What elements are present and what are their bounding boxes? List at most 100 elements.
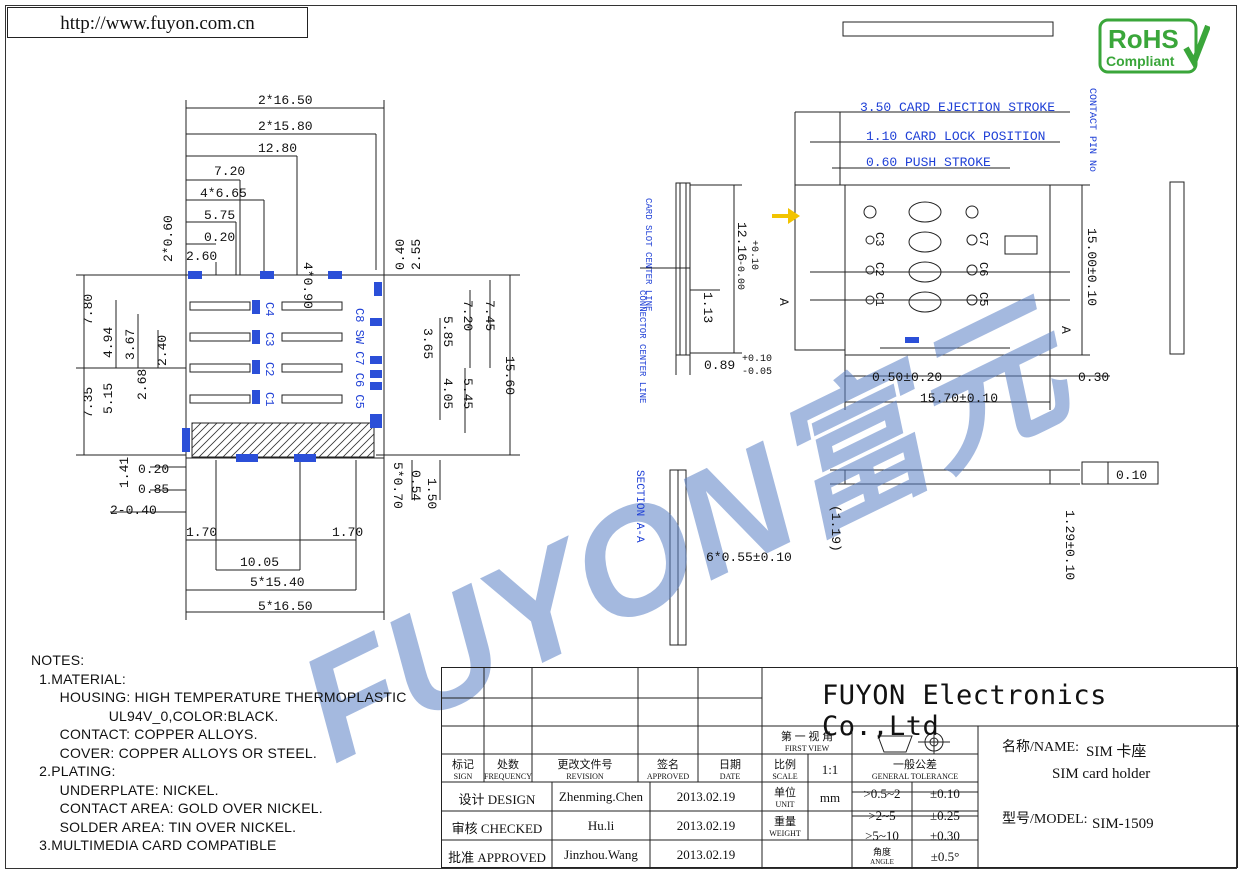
- label-rc7: C7: [976, 232, 990, 246]
- dim-left-r5: 4.05: [440, 378, 455, 409]
- label-a-right: A: [1058, 326, 1073, 334]
- title-block-grid: [442, 668, 1239, 869]
- notes-line: NOTES:: [31, 652, 85, 668]
- model-value: SIM-1509: [1092, 816, 1154, 832]
- label-c1: C1: [262, 392, 276, 406]
- dim-right-e2: 1.10 CARD LOCK POSITION: [866, 129, 1045, 144]
- name-label: 名称/NAME:: [1002, 740, 1079, 755]
- label-c2: C2: [262, 362, 276, 376]
- label-rc3: C3: [872, 232, 886, 246]
- label-c4: C4: [262, 302, 276, 316]
- notes-line: UNDERPLATE: NICKEL.: [31, 781, 219, 798]
- notes-line: 1.MATERIAL:: [31, 670, 126, 687]
- label-rc1: C1: [872, 292, 886, 306]
- tol-2: ±0.25: [930, 808, 960, 823]
- bottom-view: [844, 469, 1051, 485]
- row-design: 设计 DESIGN: [458, 792, 536, 807]
- dim-left-w2: 2*15.80: [258, 119, 313, 134]
- insert-arrow-icon: [772, 208, 800, 224]
- dim-left-w7: 0.20: [204, 230, 235, 245]
- label-card-slot: CARD SLOT CENTER LINE: [643, 198, 653, 311]
- date-1: 2013.02.19: [676, 789, 736, 804]
- dim-left-b3: 1.41: [117, 457, 132, 488]
- dim-mid-d3: 0.89: [704, 358, 735, 373]
- dim-left-h4: 2.40: [155, 335, 170, 366]
- dim-right-d4: 0.30: [1078, 370, 1109, 385]
- notes-line: SOLDER AREA: TIN OVER NICKEL.: [31, 818, 297, 835]
- dim-left-h2: 4.94: [101, 327, 116, 358]
- company-name: FUYON Electronics Co.,Ltd: [822, 680, 1107, 742]
- dim-left-r3: 5.85: [440, 316, 455, 347]
- drawing-frame: [5, 5, 1237, 869]
- dim-right-e3: 0.60 PUSH STROKE: [866, 155, 991, 170]
- dim-left-b6: 0.54: [408, 470, 423, 501]
- approver: Jinzhou.Wang: [564, 847, 638, 862]
- dim-left-b10: 10.05: [240, 555, 279, 570]
- date-3: 2013.02.19: [676, 847, 736, 862]
- check-icon: [1183, 24, 1210, 69]
- rohs-sub: Compliant: [1106, 53, 1175, 69]
- url-box[interactable]: http://www.fuyon.com.cn: [7, 7, 308, 38]
- tol-angle: ±0.5°: [930, 849, 960, 864]
- dim-left-w3: 12.80: [258, 141, 297, 156]
- notes-line: 2.PLATING:: [31, 763, 116, 779]
- dim-left-w1: 2*16.50: [258, 93, 313, 108]
- dim-left-b7: 1.50: [424, 478, 439, 509]
- row-checked: 审核 CHECKED: [451, 821, 543, 836]
- range-1: >0.5~2: [863, 786, 901, 801]
- unit-value: mm: [819, 790, 841, 805]
- row-approved: 批准 APPROVED: [448, 850, 546, 865]
- label-rc5: C5: [976, 292, 990, 306]
- tol-3: ±0.30: [930, 828, 960, 843]
- dim-left-r7: 15.60: [502, 356, 517, 395]
- dim-right-flat: 0.10: [1116, 468, 1147, 483]
- dim-right-d2: 0.50±0.20: [872, 370, 942, 385]
- dim-left-h5: 2.68: [135, 369, 150, 400]
- dim-right-d5: (1.19): [828, 505, 843, 552]
- dim-mid-d1: 12.16: [734, 222, 749, 261]
- notes-line: 3.MULTIMEDIA CARD COMPATIBLE: [31, 837, 277, 853]
- scale-value: 1:1: [821, 762, 839, 777]
- label-sw: C8 SW C7 C6 C5: [352, 308, 366, 409]
- date-2: 2013.02.19: [676, 818, 736, 833]
- label-pin-no: CONTACT PIN No: [1086, 88, 1097, 172]
- dim-right-d6: 1.29±0.10: [1062, 510, 1077, 580]
- dim-left-b4: 2-0.40: [110, 503, 157, 518]
- notes-line: UL94V_0,COLOR:BLACK.: [31, 707, 279, 724]
- label-connector: CONNECTOR CENTER LINE: [637, 290, 647, 403]
- dim-left-b5: 5*0.70: [390, 462, 405, 509]
- label-c3: C3: [262, 332, 276, 346]
- side-view: [675, 182, 691, 356]
- dim-left-w5: 4*6.65: [200, 186, 247, 201]
- dim-left-r2: 7.45: [482, 300, 497, 331]
- name-en: SIM card holder: [1052, 766, 1151, 782]
- dim-left-v4: 2.55: [409, 239, 424, 270]
- notes-block: NOTES: 1.MATERIAL: HOUSING: HIGH TEMPERA…: [31, 651, 407, 855]
- dim-left-r6: 5.45: [460, 378, 475, 409]
- rohs-title: RoHS: [1108, 24, 1179, 54]
- notes-line: COVER: COPPER ALLOYS OR STEEL.: [31, 744, 317, 761]
- dim-left-b1: 0.20: [138, 462, 169, 477]
- checker: Hu.li: [587, 818, 615, 833]
- label-rc2: C2: [872, 262, 886, 276]
- dim-left-r1: 7.20: [460, 300, 475, 331]
- dim-mid-d1t: +0.10: [748, 240, 759, 270]
- model-label: 型号/MODEL:: [1002, 812, 1088, 827]
- dim-right-e1: 3.50 CARD EJECTION STROKE: [860, 100, 1055, 115]
- dim-left-b9: 1.70: [332, 525, 363, 540]
- range-3: >5~10: [865, 828, 899, 843]
- dim-left-h1: 7.80: [81, 294, 96, 325]
- tol-1: ±0.10: [930, 786, 960, 801]
- dim-left-w4: 7.20: [214, 164, 245, 179]
- label-a-left: A: [776, 298, 791, 306]
- dim-mid-d3t: +0.10: [742, 354, 772, 365]
